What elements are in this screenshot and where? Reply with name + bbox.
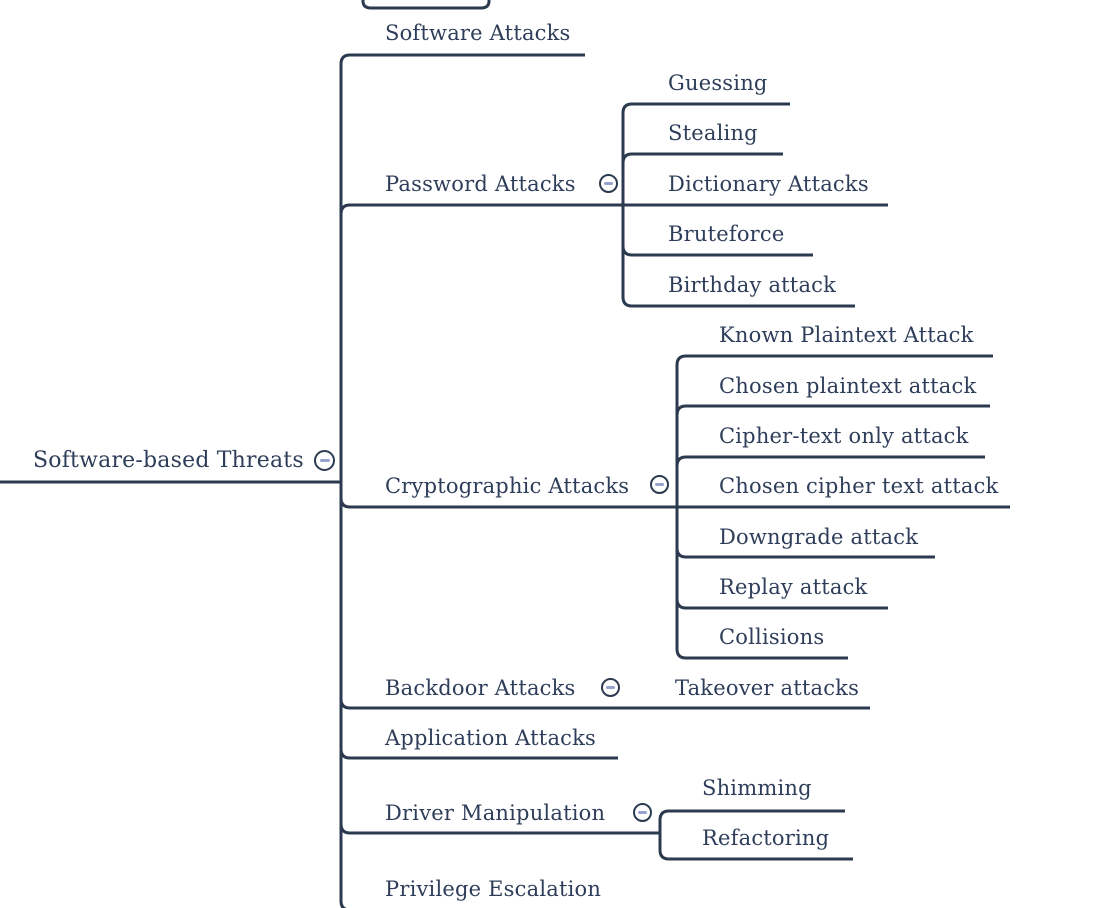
- node-replay-attack[interactable]: Replay attack: [719, 575, 868, 599]
- node-cipher-text-only-attack[interactable]: Cipher-text only attack: [719, 424, 969, 448]
- node-collisions[interactable]: Collisions: [719, 625, 825, 649]
- connector-cryptographic-attacks-chosen-cipher: [339, 497, 1010, 509]
- connector-driver-subtrunk-shimming-refactoring: [658, 809, 853, 861]
- node-chosen-plaintext-attack[interactable]: Chosen plaintext attack: [719, 374, 977, 398]
- node-bruteforce[interactable]: Bruteforce: [668, 222, 785, 246]
- node-dictionary-attacks[interactable]: Dictionary Attacks: [668, 172, 869, 196]
- collapse-button-password-attacks[interactable]: [599, 174, 618, 193]
- connector-bruteforce: [621, 245, 813, 257]
- clipped-node-outline-top: [361, 0, 491, 10]
- minus-icon: [319, 459, 330, 462]
- node-driver-manipulation[interactable]: Driver Manipulation: [385, 801, 606, 825]
- node-takeover-attacks[interactable]: Takeover attacks: [675, 676, 860, 700]
- connector-application-attacks: [339, 748, 618, 760]
- node-password-attacks[interactable]: Password Attacks: [385, 172, 576, 196]
- collapse-button-driver-manipulation[interactable]: [633, 803, 652, 822]
- connector-replay: [675, 598, 888, 610]
- connector-password-subtrunk-guessing-birthday: [621, 102, 855, 308]
- connector-chosen-plaintext: [675, 404, 990, 416]
- node-cryptographic-attacks[interactable]: Cryptographic Attacks: [385, 474, 630, 498]
- minus-icon: [638, 811, 647, 814]
- connector-driver-manipulation: [339, 823, 660, 835]
- node-refactoring[interactable]: Refactoring: [702, 826, 830, 850]
- node-shimming[interactable]: Shimming: [702, 776, 812, 800]
- minus-icon: [655, 483, 664, 486]
- node-software-attacks[interactable]: Software Attacks: [385, 21, 571, 45]
- node-known-plaintext-attack[interactable]: Known Plaintext Attack: [719, 323, 974, 347]
- node-guessing[interactable]: Guessing: [668, 71, 768, 95]
- collapse-button-cryptographic-attacks[interactable]: [650, 475, 669, 494]
- node-downgrade-attack[interactable]: Downgrade attack: [719, 525, 919, 549]
- node-backdoor-attacks[interactable]: Backdoor Attacks: [385, 676, 576, 700]
- node-software-based-threats[interactable]: Software-based Threats: [33, 448, 304, 473]
- node-application-attacks[interactable]: Application Attacks: [385, 726, 597, 750]
- connector-crypto-subtrunk-known-plaintext-collisions: [675, 354, 993, 660]
- node-birthday-attack[interactable]: Birthday attack: [668, 273, 837, 297]
- connector-downgrade: [675, 547, 935, 559]
- collapse-button-backdoor-attacks[interactable]: [601, 678, 620, 697]
- connector-password-attacks-dictionary-attacks: [339, 203, 888, 215]
- minus-icon: [604, 182, 613, 185]
- node-stealing[interactable]: Stealing: [668, 121, 758, 145]
- node-privilege-escalation[interactable]: Privilege Escalation: [385, 877, 602, 901]
- connector-cipher-text-only: [675, 455, 985, 467]
- node-chosen-cipher-text-attack[interactable]: Chosen cipher text attack: [719, 474, 999, 498]
- minus-icon: [606, 686, 615, 689]
- connector-backdoor-takeover: [339, 698, 870, 710]
- collapse-button-software-based-threats[interactable]: [314, 450, 335, 471]
- connector-stealing: [621, 152, 783, 164]
